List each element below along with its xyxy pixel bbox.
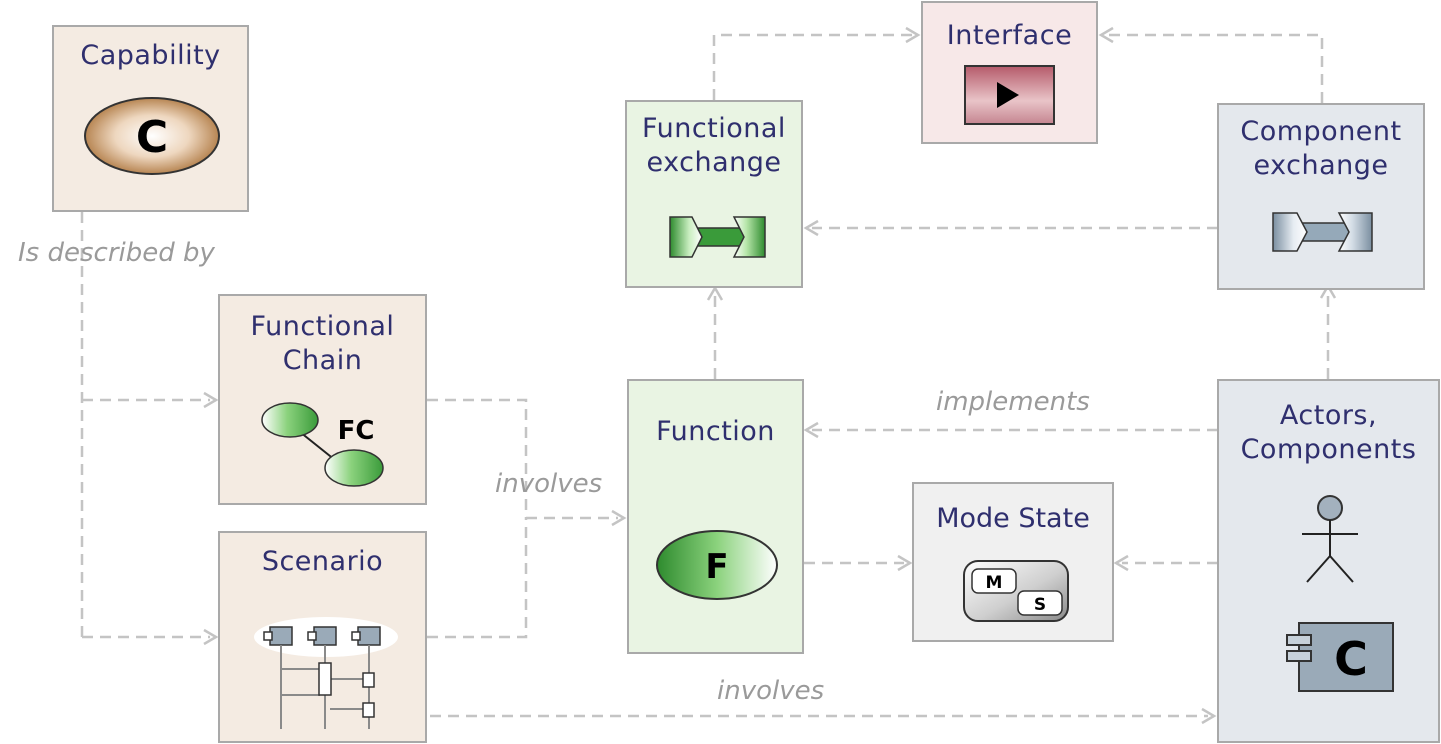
svg-text:FC: FC xyxy=(338,416,375,446)
capability-node[interactable]: Capability C xyxy=(52,25,249,212)
interface-icon xyxy=(964,65,1055,125)
actors-components-label-2: Components xyxy=(1240,434,1417,465)
actors-components-label-1: Actors, xyxy=(1279,400,1378,431)
scenario-node[interactable]: Scenario xyxy=(218,531,427,743)
component-exchange-icon xyxy=(1272,212,1373,252)
interface-node[interactable]: Interface xyxy=(921,1,1098,144)
edge-ce-to-interface xyxy=(1107,33,1324,103)
functional-exchange-node[interactable]: Functional exchange xyxy=(625,100,803,288)
arrowhead-modestate-right xyxy=(1113,554,1129,572)
edge-fe-to-interface xyxy=(712,33,912,100)
functional-chain-label-2: Chain xyxy=(282,345,363,376)
edge-label-implements: implements xyxy=(936,387,1090,417)
edge-label-involves-actors: involves xyxy=(717,676,825,706)
functional-exchange-label-1: Functional xyxy=(642,113,786,144)
mode-state-label: Mode State xyxy=(936,503,1090,534)
capability-icon: C xyxy=(84,97,220,175)
function-label: Function xyxy=(656,416,775,447)
functional-chain-label-1: Functional xyxy=(250,311,395,342)
actor-icon xyxy=(1302,495,1358,583)
scenario-label: Scenario xyxy=(261,546,384,577)
arrowhead-implements xyxy=(803,421,819,439)
function-icon: F xyxy=(656,530,778,600)
component-icon: C xyxy=(1286,622,1394,692)
functional-exchange-label-2: exchange xyxy=(646,147,782,178)
functional-exchange-icon xyxy=(669,216,766,258)
arrowhead-interface-right xyxy=(1098,26,1114,44)
arrowhead-scenario xyxy=(203,628,219,646)
arrowhead-modestate-left xyxy=(897,554,913,572)
interface-label: Interface xyxy=(946,20,1073,51)
arrowhead-functional-chain xyxy=(203,391,219,409)
edge-scenario-to-function xyxy=(427,518,528,639)
arrowhead-fe-from-ce xyxy=(803,219,819,237)
edge-label-is-described-by: Is described by xyxy=(18,238,215,268)
arrowhead-functional-exchange-up xyxy=(706,285,724,301)
svg-text:M: M xyxy=(986,573,1003,593)
functional-chain-node[interactable]: Functional Chain FC xyxy=(218,294,427,505)
functional-chain-icon: FC xyxy=(261,402,384,487)
edge-label-involves-function: involves xyxy=(495,469,603,499)
scenario-icon xyxy=(254,617,398,729)
actors-components-node[interactable]: Actors, Components C xyxy=(1217,379,1440,743)
arrowhead-actors-involves xyxy=(1201,707,1217,725)
mode-state-icon: M S xyxy=(963,560,1069,622)
svg-text:F: F xyxy=(705,547,728,587)
svg-text:C: C xyxy=(136,112,168,163)
svg-text:S: S xyxy=(1034,595,1046,615)
component-exchange-label-2: exchange xyxy=(1253,150,1389,181)
function-node[interactable]: Function F xyxy=(627,379,804,654)
arrowhead-interface-left xyxy=(905,26,921,44)
component-exchange-node[interactable]: Component exchange xyxy=(1217,103,1425,290)
mode-state-node[interactable]: Mode State M S xyxy=(912,482,1114,642)
component-exchange-label-1: Component xyxy=(1240,116,1402,147)
arrowhead-function-involves xyxy=(611,509,627,527)
edge-fc-to-function xyxy=(427,398,528,518)
capability-label: Capability xyxy=(80,40,221,71)
svg-text:C: C xyxy=(1334,632,1368,686)
